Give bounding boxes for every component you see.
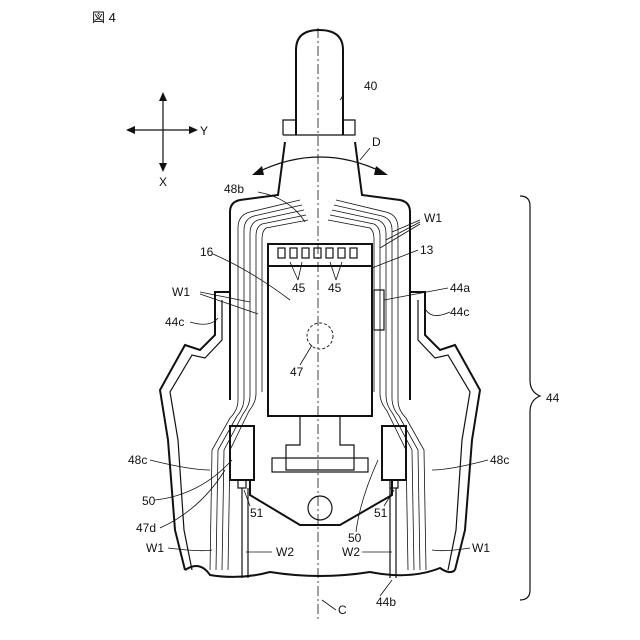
label-w2-right: W2 [342, 545, 360, 559]
label-47d: 47d [136, 521, 156, 535]
label-44c-left: 44c [165, 315, 184, 329]
knob-40 [283, 30, 355, 135]
hidden-part-47 [307, 323, 333, 349]
housing-neck [230, 142, 410, 400]
label-13: 13 [420, 243, 434, 257]
component-50-right [382, 426, 406, 578]
label-w2-left: W2 [276, 545, 294, 559]
label-45-left: 45 [292, 281, 306, 295]
label-d: D [372, 135, 381, 149]
axis-y-label: Y [200, 124, 208, 138]
rotation-arrow-d [252, 157, 388, 175]
label-50-left: 50 [142, 494, 156, 508]
axis-indicator: Y X [126, 92, 208, 189]
label-48c-left: 48c [128, 453, 147, 467]
label-45-right: 45 [328, 281, 342, 295]
housing-44c [160, 292, 480, 570]
label-44: 44 [546, 391, 560, 405]
label-w1-top: W1 [424, 211, 442, 225]
brace-44 [520, 196, 540, 600]
stem-block [272, 416, 368, 472]
component-50-left [230, 426, 254, 578]
connector-13 [268, 244, 372, 266]
label-51-left: 51 [250, 506, 264, 520]
label-50-right: 50 [348, 531, 362, 545]
label-47: 47 [290, 365, 304, 379]
label-w1-bottom-left: W1 [146, 541, 164, 555]
label-44c-right: 44c [450, 305, 469, 319]
label-48c-right: 48c [490, 453, 509, 467]
break-line [185, 566, 455, 577]
label-w1-left: W1 [172, 285, 190, 299]
label-16: 16 [200, 245, 214, 259]
label-48b: 48b [224, 182, 244, 196]
label-w1-bottom-right: W1 [472, 541, 490, 555]
axis-x-label: X [159, 175, 167, 189]
label-51-right: 51 [374, 506, 388, 520]
label-40: 40 [364, 79, 378, 93]
label-44a: 44a [450, 281, 470, 295]
figure-title: 図 4 [92, 10, 116, 25]
label-44b: 44b [376, 595, 396, 609]
plate-44a [374, 290, 384, 330]
label-c: C [338, 603, 347, 617]
body-16 [268, 266, 372, 416]
base-plate-44b [250, 480, 392, 525]
